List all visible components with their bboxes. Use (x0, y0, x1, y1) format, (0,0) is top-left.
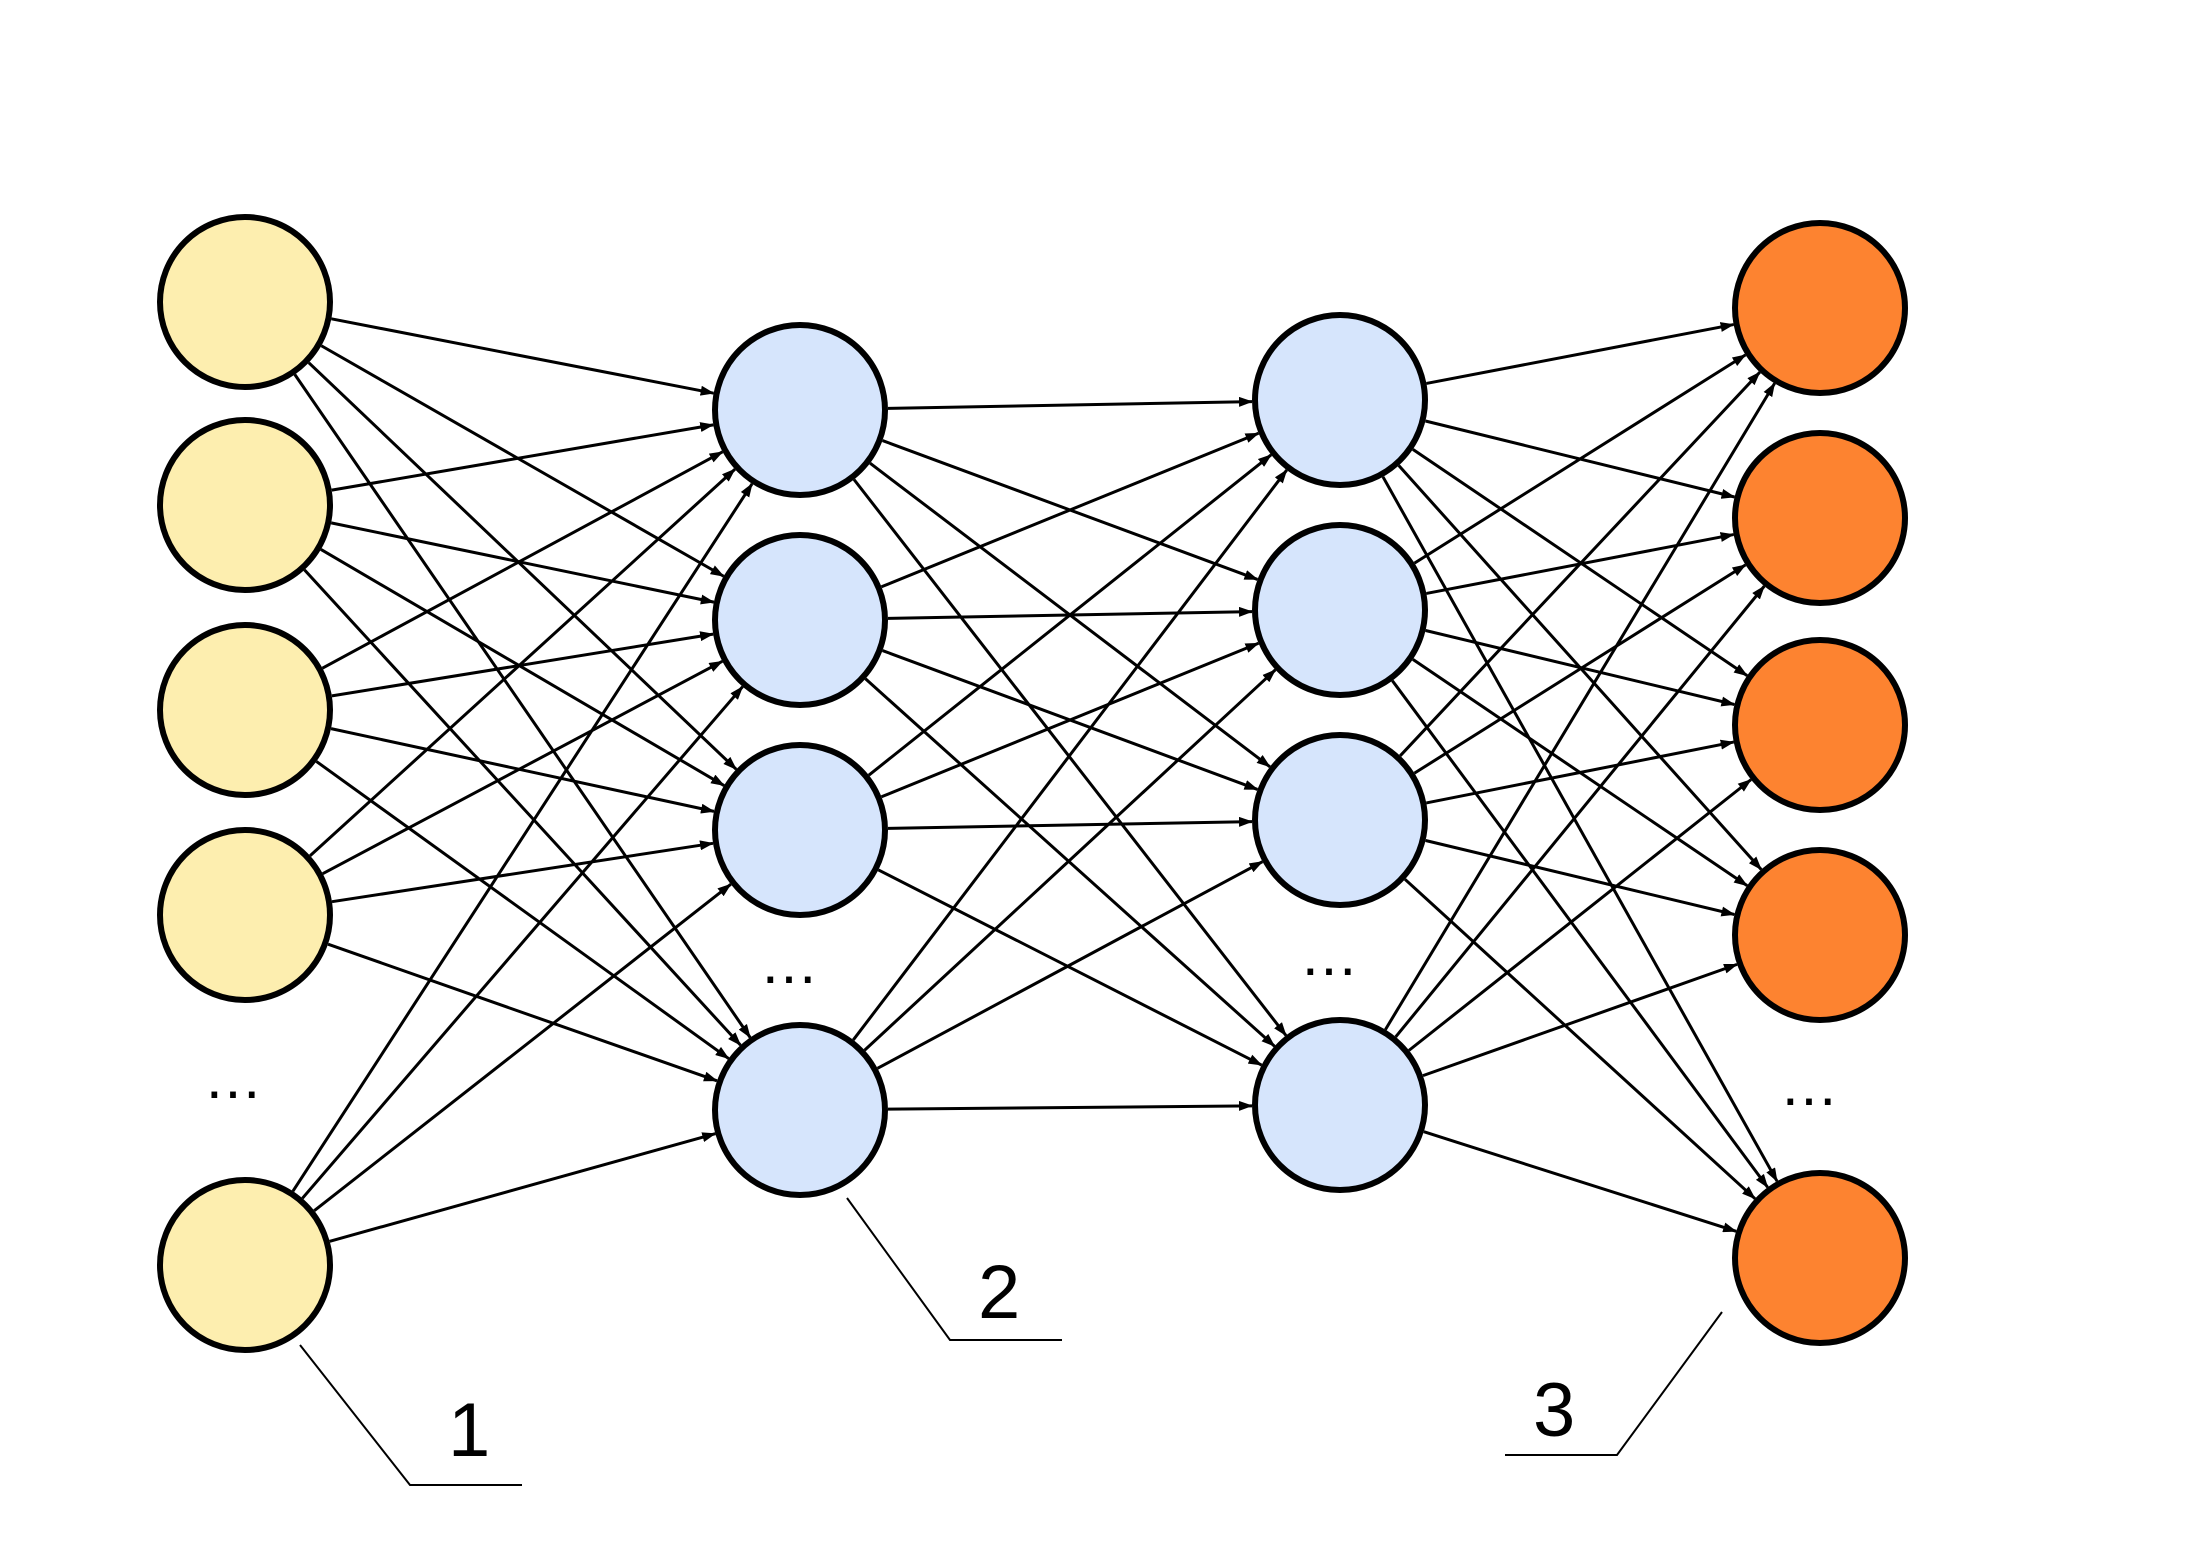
connection-arrow (863, 668, 1277, 1052)
connection-arrow (327, 942, 718, 1083)
connection-arrow (1384, 382, 1776, 1031)
output-node (1732, 1170, 1908, 1346)
connection-arrow (1426, 739, 1735, 805)
connection-arrow (880, 431, 1260, 589)
connection-arrow (1426, 322, 1735, 385)
connection-arrow (329, 1132, 717, 1243)
callout-label-2: 2 (978, 1250, 1021, 1335)
connection-arrow (301, 685, 744, 1200)
hidden-layer-2-ellipsis: ... (1302, 921, 1359, 988)
hidden-2-node (1252, 312, 1428, 488)
connection-arrow (1413, 353, 1747, 565)
connection-arrow (1423, 1130, 1738, 1233)
connection-arrow (307, 361, 738, 771)
connection-arrow (1399, 371, 1761, 757)
connection-arrow (331, 840, 715, 904)
connection-arrow (887, 396, 1254, 410)
connection-arrow (321, 450, 724, 670)
connection-arrow (887, 816, 1254, 830)
connection-arrow (303, 568, 742, 1047)
connection-arrow (331, 422, 715, 492)
input-node (157, 622, 333, 798)
connection-arrow (320, 548, 725, 787)
input-node (157, 827, 333, 1003)
connection-arrow (330, 521, 715, 605)
connection-arrow (313, 883, 732, 1212)
callout-line-1 (299, 1344, 522, 1486)
callout-line-2 (846, 1197, 1062, 1341)
connection-arrow (864, 677, 1276, 1048)
hidden-2-node (1252, 1017, 1428, 1193)
connection-arrow (320, 344, 725, 578)
callout-label-3: 3 (1533, 1368, 1576, 1453)
connection-arrow (331, 631, 715, 698)
connection-arrow (867, 453, 1273, 777)
connection-arrow (852, 478, 1288, 1037)
connection-arrow (331, 317, 715, 396)
input-node (157, 417, 333, 593)
hidden-1-node (712, 1022, 888, 1198)
output-layer-ellipsis: ... (1782, 1051, 1839, 1118)
input-node (157, 214, 333, 390)
connection-arrow (1394, 585, 1766, 1038)
hidden-layer-1-ellipsis: ... (762, 929, 819, 996)
callout-line-3 (1505, 1311, 1723, 1456)
connection-arrow (315, 760, 730, 1060)
hidden-1-node (712, 532, 888, 708)
output-node (1732, 637, 1908, 813)
input-node (157, 1177, 333, 1353)
connection-arrow (1425, 839, 1736, 917)
output-node (1732, 220, 1908, 396)
connection-arrow (291, 482, 754, 1193)
connection-arrow (322, 659, 724, 876)
output-node (1732, 430, 1908, 606)
connection-arrow (876, 860, 1264, 1070)
connection-arrow (887, 1100, 1254, 1111)
connection-arrow (1422, 962, 1738, 1078)
callout-label-1: 1 (448, 1388, 491, 1473)
connection-arrow (1381, 476, 1779, 1183)
hidden-2-node (1252, 732, 1428, 908)
connection-arrow (877, 868, 1263, 1067)
connection-arrow (852, 469, 1288, 1041)
connection-arrow (330, 727, 715, 814)
connection-arrow (1413, 563, 1747, 775)
hidden-1-node (712, 322, 888, 498)
connection-arrow (1403, 878, 1757, 1200)
input-layer-ellipsis: ... (206, 1044, 263, 1111)
connection-arrow (880, 641, 1260, 799)
connection-arrow (1391, 679, 1769, 1189)
output-node (1732, 847, 1908, 1023)
connection-arrow (309, 468, 736, 857)
connection-arrow (1408, 778, 1752, 1052)
hidden-1-node (712, 742, 888, 918)
hidden-2-node (1252, 522, 1428, 698)
